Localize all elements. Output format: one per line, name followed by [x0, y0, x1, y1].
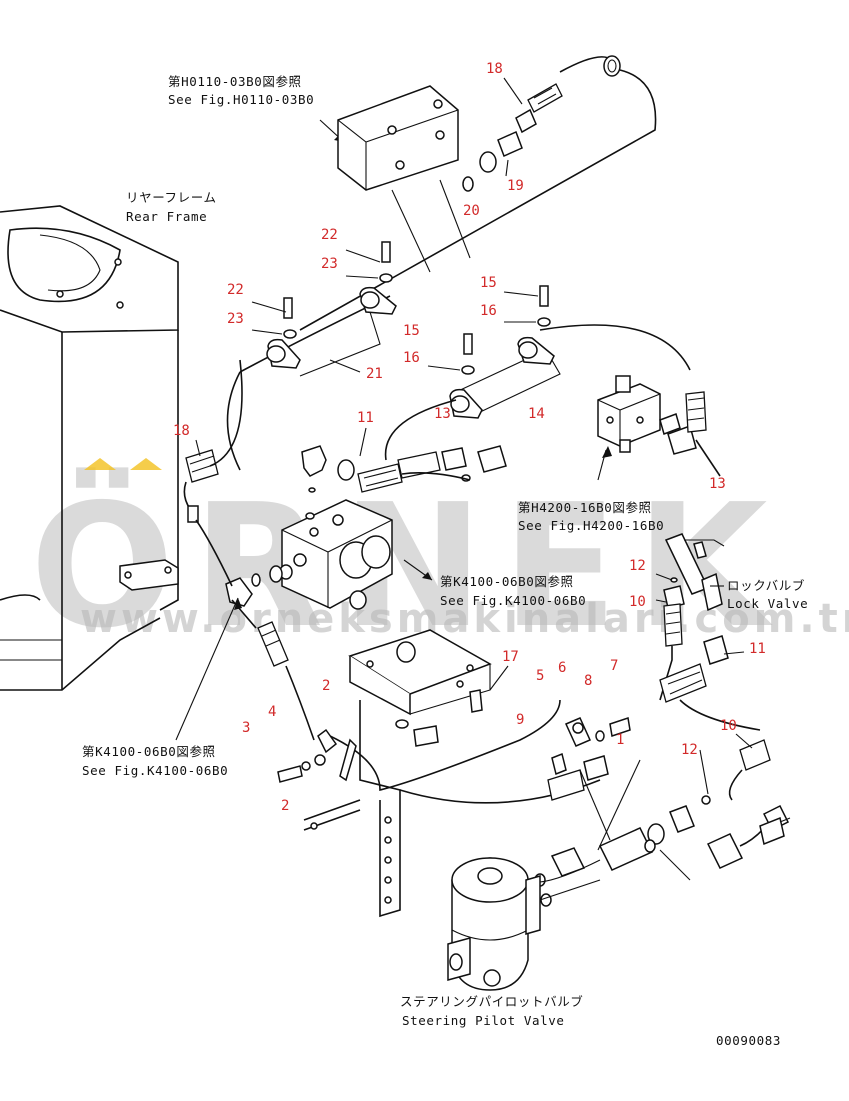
clamp-assembly-14 — [384, 285, 691, 482]
callouts: 18 19 20 22 23 22 23 15 21 15 16 16 13 1… — [173, 61, 766, 814]
callout-4: 4 — [268, 704, 276, 720]
ref-k4100-mid-en: See Fig.K4100-06B0 — [440, 593, 586, 608]
drawing-number: 00090083 — [716, 1033, 781, 1048]
clamp-assembly-21 — [226, 241, 397, 471]
fitting-parts — [277, 699, 631, 841]
callout-15: 15 — [480, 275, 497, 291]
callout-16: 16 — [480, 303, 497, 319]
watermark-accent-right — [130, 458, 162, 470]
callout-10: 10 — [720, 718, 737, 734]
steering-jp: ステアリングパイロットバルブ — [400, 994, 583, 1009]
right-hose-end — [759, 816, 791, 846]
callout-7: 7 — [610, 658, 618, 674]
block-h4200 — [597, 375, 721, 481]
callout-17: 17 — [502, 649, 519, 665]
callout-11: 11 — [749, 641, 766, 657]
ref-h0110-en: See Fig.H0110-03B0 — [168, 92, 314, 107]
callout-18: 18 — [486, 61, 503, 77]
callout-21: 21 — [366, 366, 383, 382]
callout-22: 22 — [227, 282, 244, 298]
callout-23: 23 — [321, 256, 338, 272]
steering-en: Steering Pilot Valve — [402, 1013, 565, 1028]
rear-frame — [0, 205, 179, 691]
callout-20: 20 — [463, 203, 480, 219]
callout-1: 1 — [616, 732, 624, 748]
callout-6: 6 — [558, 660, 566, 676]
callout-23: 23 — [227, 311, 244, 327]
ref-rear-frame: リヤーフレーム Rear Frame — [126, 190, 217, 224]
callout-leaders — [195, 77, 753, 795]
lock-valve-jp: ロックバルブ — [727, 578, 805, 593]
callout-2: 2 — [281, 798, 289, 814]
valve-block — [279, 445, 471, 610]
ref-k4100-mid: 第K4100-06B0図参照 See Fig.K4100-06B0 — [440, 574, 586, 608]
mount-bracket — [303, 629, 492, 918]
ref-h0110-jp: 第H0110-03B0図参照 — [168, 74, 302, 89]
callout-2: 2 — [322, 678, 330, 694]
ref-k4100-left-en: See Fig.K4100-06B0 — [82, 763, 228, 778]
callout-13: 13 — [434, 406, 451, 422]
left-hose-18 — [183, 359, 315, 741]
callout-15: 15 — [403, 323, 420, 339]
ref-lock-valve: ロックバルブ Lock Valve — [710, 578, 808, 611]
ref-h4200-en: See Fig.H4200-16B0 — [518, 518, 664, 533]
lock-valve-en: Lock Valve — [727, 596, 808, 611]
callout-18: 18 — [173, 423, 190, 439]
ref-steering: ステアリングパイロットバルブ Steering Pilot Valve — [400, 994, 583, 1028]
callout-19: 19 — [507, 178, 524, 194]
callout-16: 16 — [403, 350, 420, 366]
callout-12: 12 — [629, 558, 646, 574]
callout-13: 13 — [709, 476, 726, 492]
callout-9: 9 — [516, 712, 524, 728]
rear-frame-jp: リヤーフレーム — [126, 190, 217, 205]
top-block — [337, 85, 471, 273]
top-hose-assembly — [299, 55, 657, 331]
ref-h4200-jp: 第H4200-16B0図参照 — [518, 500, 652, 515]
callout-10: 10 — [629, 594, 646, 610]
callout-8: 8 — [584, 673, 592, 689]
ref-h0110: 第H0110-03B0図参照 See Fig.H0110-03B0 — [168, 74, 345, 143]
rear-frame-en: Rear Frame — [126, 209, 207, 224]
watermark-accent-left — [84, 458, 116, 470]
ref-k4100-left: 第K4100-06B0図参照 See Fig.K4100-06B0 — [82, 597, 242, 778]
callout-5: 5 — [536, 668, 544, 684]
ref-h4200: 第H4200-16B0図参照 See Fig.H4200-16B0 — [518, 500, 664, 533]
connector-chain — [534, 759, 695, 907]
callout-12: 12 — [681, 742, 698, 758]
callout-22: 22 — [321, 227, 338, 243]
steering-pilot-valve — [447, 857, 541, 991]
ref-k4100-mid-jp: 第K4100-06B0図参照 — [440, 574, 574, 589]
ref-k4100-left-jp: 第K4100-06B0図参照 — [82, 744, 216, 759]
callout-14: 14 — [528, 406, 545, 422]
callout-11: 11 — [357, 410, 374, 426]
callout-3: 3 — [242, 720, 250, 736]
